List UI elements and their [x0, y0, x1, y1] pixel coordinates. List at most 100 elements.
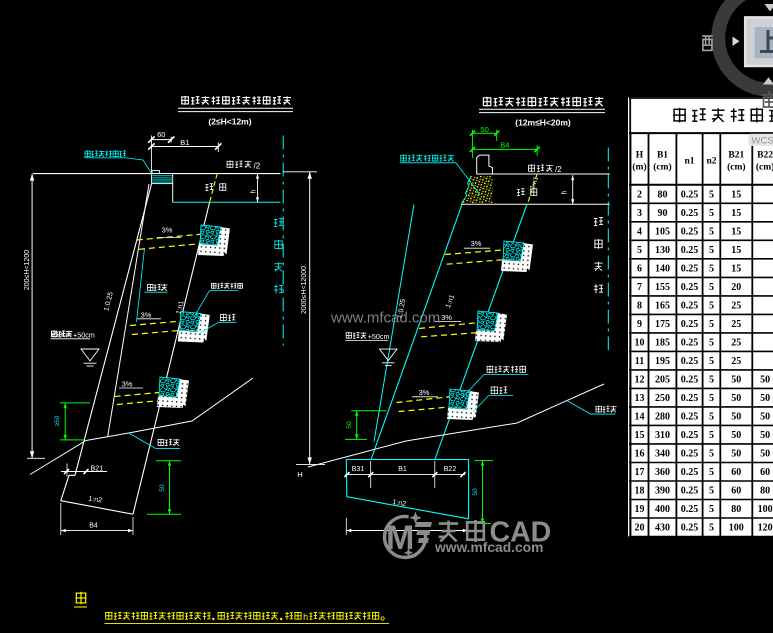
svg-text:+50cm: +50cm [51, 332, 72, 339]
svg-text:(cm): (cm) [653, 162, 671, 173]
svg-text:10: 10 [635, 338, 645, 349]
svg-text:165: 165 [655, 301, 670, 312]
svg-text:0.25: 0.25 [681, 227, 699, 238]
svg-text:11: 11 [635, 356, 644, 367]
svg-text:5: 5 [709, 264, 714, 275]
svg-text:175: 175 [655, 319, 670, 330]
svg-text:H: H [636, 151, 644, 161]
svg-text:n2: n2 [706, 157, 716, 167]
svg-text:5: 5 [709, 375, 714, 386]
svg-text:25: 25 [731, 356, 741, 367]
svg-text:5: 5 [709, 245, 714, 256]
svg-text:105: 105 [655, 227, 670, 238]
svg-text:5: 5 [709, 301, 714, 312]
svg-text:0.25: 0.25 [681, 504, 699, 515]
svg-text:3%: 3% [162, 225, 173, 234]
svg-text:50: 50 [760, 412, 770, 423]
svg-text:205: 205 [655, 375, 670, 386]
svg-text:+50cm: +50cm [73, 330, 95, 339]
svg-text:18: 18 [635, 486, 645, 497]
svg-text:50: 50 [731, 375, 741, 386]
svg-text:5: 5 [709, 208, 714, 219]
svg-text:+50cm: +50cm [368, 332, 390, 341]
svg-text:130: 130 [655, 245, 670, 256]
svg-text:360: 360 [655, 467, 670, 478]
svg-text:(m): (m) [632, 162, 646, 173]
svg-text:3%: 3% [441, 313, 452, 322]
svg-text:0.25: 0.25 [681, 523, 699, 534]
svg-text:9: 9 [637, 319, 642, 330]
svg-text:5: 5 [637, 245, 642, 256]
svg-text:140: 140 [655, 264, 670, 275]
svg-text:80: 80 [731, 504, 741, 515]
svg-text:5: 5 [709, 227, 714, 238]
svg-text:50: 50 [760, 430, 770, 441]
svg-text:60: 60 [731, 467, 741, 478]
svg-text:5: 5 [709, 393, 714, 404]
svg-text:1:n1: 1:n1 [176, 300, 186, 315]
svg-text:13: 13 [635, 393, 645, 404]
svg-text:50: 50 [159, 484, 166, 492]
svg-text:1:n1: 1:n1 [445, 294, 456, 309]
svg-text:280: 280 [655, 412, 670, 423]
svg-text:250: 250 [655, 393, 670, 404]
svg-text:B1: B1 [398, 466, 407, 473]
svg-text:195: 195 [655, 356, 670, 367]
svg-text:B21: B21 [91, 463, 104, 472]
svg-text:0.25: 0.25 [681, 393, 699, 404]
svg-text:5: 5 [709, 356, 714, 367]
svg-text:60: 60 [731, 486, 741, 497]
svg-text:7: 7 [637, 282, 642, 293]
svg-text:B22: B22 [444, 466, 457, 473]
svg-text:3%: 3% [141, 310, 152, 319]
svg-text:0.25: 0.25 [681, 412, 699, 423]
svg-text:www.mfcad.com: www.mfcad.com [434, 540, 543, 555]
svg-text:3: 3 [637, 208, 642, 219]
svg-text:0.25: 0.25 [681, 449, 699, 460]
svg-text:0.25: 0.25 [681, 264, 699, 275]
svg-text:5: 5 [709, 504, 714, 515]
svg-text:5: 5 [709, 412, 714, 423]
svg-text:M: M [386, 519, 414, 557]
svg-text:400: 400 [655, 504, 670, 515]
svg-text:185: 185 [655, 338, 670, 349]
svg-text:5: 5 [709, 523, 714, 534]
svg-text:50: 50 [731, 449, 741, 460]
svg-text:14: 14 [635, 412, 645, 423]
svg-text:5: 5 [709, 486, 714, 497]
svg-text:50: 50 [731, 430, 741, 441]
svg-text:340: 340 [655, 449, 670, 460]
svg-text:5: 5 [709, 282, 714, 293]
svg-text:B31: B31 [352, 466, 365, 473]
svg-text:50: 50 [731, 393, 741, 404]
svg-text:15: 15 [731, 190, 741, 201]
svg-text:0.25: 0.25 [681, 467, 699, 478]
svg-text:3%: 3% [471, 239, 482, 248]
svg-text:0.25: 0.25 [681, 486, 699, 497]
svg-text:www.mfcad.com: www.mfcad.com [330, 310, 440, 327]
svg-text:(cm): (cm) [756, 162, 773, 173]
svg-text:15: 15 [731, 245, 741, 256]
svg-text:15: 15 [731, 227, 741, 238]
svg-text:B1: B1 [180, 138, 189, 147]
svg-text:/2: /2 [254, 161, 261, 170]
svg-text:16: 16 [635, 449, 645, 460]
svg-text:/2: /2 [555, 165, 562, 174]
svg-text:≥50: ≥50 [54, 415, 61, 426]
svg-text:n1: n1 [684, 157, 694, 167]
svg-text:60: 60 [157, 130, 165, 139]
svg-text:h: h [562, 190, 569, 194]
svg-text:25: 25 [731, 338, 741, 349]
svg-text:50: 50 [760, 393, 770, 404]
svg-text:0.25: 0.25 [681, 282, 699, 293]
svg-text:WCS: WCS [752, 135, 773, 146]
svg-text:5: 5 [709, 430, 714, 441]
svg-text:0.25: 0.25 [681, 319, 699, 330]
svg-text:20: 20 [731, 282, 741, 293]
svg-text:15: 15 [635, 430, 645, 441]
svg-text:0.25: 0.25 [681, 190, 699, 201]
svg-text:B4: B4 [89, 523, 98, 530]
svg-text:100: 100 [729, 523, 744, 534]
svg-text:155: 155 [655, 282, 670, 293]
svg-text:3%: 3% [122, 380, 133, 389]
